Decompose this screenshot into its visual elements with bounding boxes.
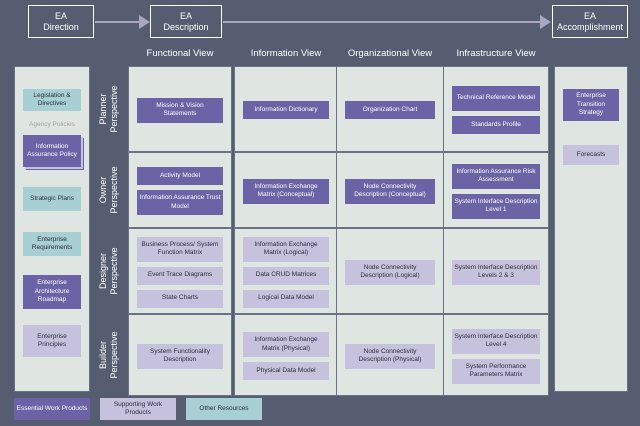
card-builder-infrastructure-system-performance-parameters-matrix[interactable]: System Performance Parameters Matrix — [452, 358, 540, 384]
legend-item-other-resources[interactable]: Other Resources — [186, 398, 262, 420]
legend-item-essential-work-products[interactable]: Essential Work Products — [14, 398, 90, 420]
column-header-functional: Functional View — [146, 48, 214, 59]
flow-arrow-2-line — [223, 21, 541, 23]
card-planner-information-information-dictionary[interactable]: Information Dictionary — [243, 101, 329, 119]
card-builder-information-physical-data-model[interactable]: Physical Data Model — [243, 362, 329, 380]
right-card-enterprise-transition-strategy[interactable]: Enterprise Transition Strategy — [563, 89, 619, 121]
card-designer-information-information-exchange-matrix-logical[interactable]: Information Exchange Matrix (Logical) — [243, 236, 329, 262]
card-designer-infrastructure-system-interface-description-levels-2-3[interactable]: System Interface Description Levels 2 & … — [452, 259, 540, 285]
column-header-infrastructure: Infrastructure View — [456, 48, 536, 59]
cell-designer-organizational: Node Connectivity Description (Logical) — [336, 228, 444, 314]
card-owner-information-information-exchange-matrix-conceptual[interactable]: Information Exchange Matrix (Conceptual) — [243, 178, 329, 204]
left-card-strategic-plans[interactable]: Strategic Plans — [23, 187, 81, 211]
agency-policies-label: Agency Policies — [29, 121, 75, 128]
card-owner-functional-information-assurance-trust-model[interactable]: Information Assurance Trust Model — [137, 190, 223, 215]
flow-arrow-1-head-icon — [139, 15, 150, 29]
card-designer-organizational-node-connectivity-description-logical[interactable]: Node Connectivity Description (Logical) — [345, 259, 435, 285]
legend-item-supporting-work-products[interactable]: Supporting Work Products — [100, 398, 176, 420]
perspective-band — [92, 66, 126, 392]
cell-builder-infrastructure: System Interface Description Level 4 Syst… — [443, 314, 549, 396]
card-owner-functional-activity-model[interactable]: Activity Model — [137, 167, 223, 185]
cell-owner-organizational: Node Connectivity Description (Conceptua… — [336, 152, 444, 228]
left-card-enterprise-architecture-roadmap[interactable]: Enterprise Architecture Roadmap — [23, 275, 81, 309]
cell-designer-infrastructure: System Interface Description Levels 2 & … — [443, 228, 549, 314]
card-designer-functional-state-charts[interactable]: State Charts — [137, 289, 223, 308]
left-card-information-assurance-policy[interactable]: Information Assurance Policy — [23, 135, 81, 167]
cell-designer-information: Information Exchange Matrix (Logical) Dat… — [234, 228, 338, 314]
cell-builder-information: Information Exchange Matrix (Physical) Ph… — [234, 314, 338, 396]
column-header-information: Information View — [250, 48, 322, 59]
cell-planner-functional: Mission & Vision Statements — [128, 66, 232, 152]
left-card-legislation-directives[interactable]: Legislation & Directives — [23, 89, 81, 111]
card-builder-functional-system-functionality-description[interactable]: System Functionality Description — [137, 343, 223, 369]
card-planner-infrastructure-technical-reference-model[interactable]: Technical Reference Model — [452, 86, 540, 111]
card-planner-organizational-organization-chart[interactable]: Organization Chart — [345, 101, 435, 119]
flow-arrow-2-head-icon — [540, 15, 551, 29]
cell-builder-functional: System Functionality Description — [128, 314, 232, 396]
flow-arrow-1-line — [95, 21, 141, 23]
cell-owner-information: Information Exchange Matrix (Conceptual) — [234, 152, 338, 228]
card-owner-infrastructure-information-assurance-risk-assessment[interactable]: Information Assurance Risk Assessment — [452, 163, 540, 189]
card-designer-information-data-crud-matrices[interactable]: Data CRUD Matrices — [243, 266, 329, 285]
card-builder-organizational-node-connectivity-description-physical[interactable]: Node Connectivity Description (Physical) — [345, 343, 435, 369]
cell-planner-organizational: Organization Chart — [336, 66, 444, 152]
card-planner-infrastructure-standards-profile[interactable]: Standards Profile — [452, 116, 540, 134]
column-header-organizational: Organizational View — [347, 48, 433, 59]
card-owner-organizational-node-connectivity-description-conceptual[interactable]: Node Connectivity Description (Conceptua… — [345, 178, 435, 204]
left-card-enterprise-requirements[interactable]: Enterprise Requirements — [23, 232, 81, 256]
card-builder-information-information-exchange-matrix-physical[interactable]: Information Exchange Matrix (Physical) — [243, 332, 329, 357]
card-designer-functional-event-trace-diagrams[interactable]: Event Trace Diagrams — [137, 266, 223, 285]
legend: Essential Work Products Supporting Work P… — [0, 396, 640, 426]
card-designer-information-logical-data-model[interactable]: Logical Data Model — [243, 289, 329, 308]
left-card-enterprise-principles[interactable]: Enterprise Principles — [23, 325, 81, 357]
card-owner-infrastructure-system-interface-description-level-1[interactable]: System Interface Description Level 1 — [452, 193, 540, 219]
cell-builder-organizational: Node Connectivity Description (Physical) — [336, 314, 444, 396]
cell-designer-functional: Business Process/ System Function Matrix… — [128, 228, 232, 314]
card-planner-functional-mission-vision-statements[interactable]: Mission & Vision Statements — [137, 97, 223, 123]
column-headers: Functional View Information View Organizat… — [0, 48, 640, 64]
cell-planner-information: Information Dictionary — [234, 66, 338, 152]
right-card-forecasts[interactable]: Forecasts — [563, 145, 619, 165]
card-designer-functional-business-process-system-function-matrix[interactable]: Business Process/ System Function Matrix — [137, 236, 223, 262]
card-builder-infrastructure-system-interface-description-level-4[interactable]: System Interface Description Level 4 — [452, 328, 540, 354]
